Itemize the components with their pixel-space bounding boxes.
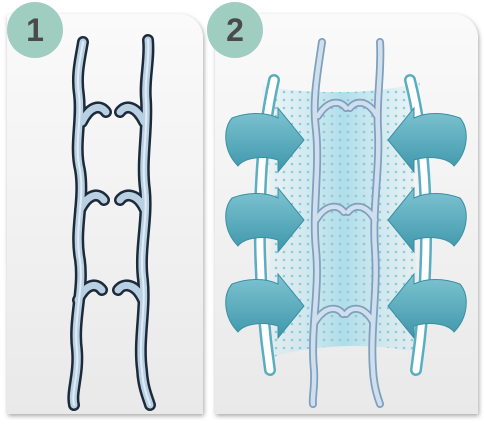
strand-group-panel-1: [73, 40, 150, 405]
arrows-left: [226, 108, 304, 338]
arrows-right: [388, 108, 466, 338]
step-1-badge: 1: [7, 2, 63, 58]
step-2-badge: 2: [207, 2, 263, 58]
